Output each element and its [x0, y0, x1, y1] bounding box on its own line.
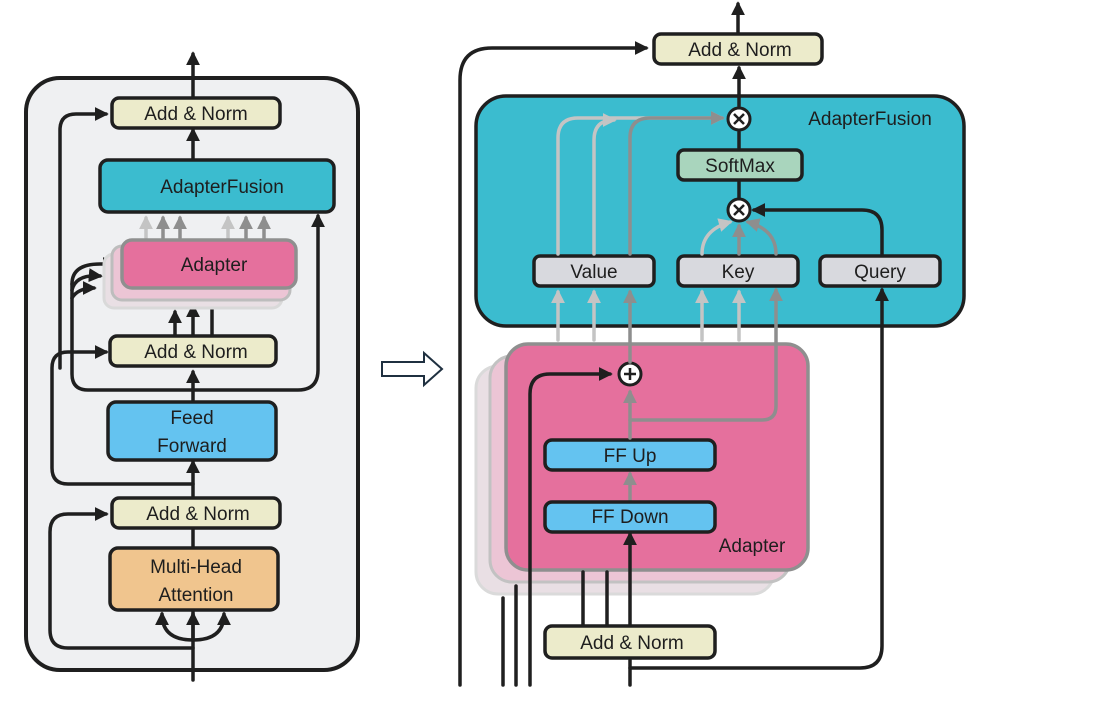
right-ff-up-box — [543, 438, 717, 472]
right-add-norm-bottom-label: Add & Norm — [580, 633, 683, 654]
right-adapter-label: Adapter — [719, 536, 786, 557]
left-adapter-fusion-label: AdapterFusion — [160, 177, 284, 198]
right-value-to-multiply — [556, 111, 725, 256]
transition-arrow-icon — [381, 350, 444, 388]
right-adapter-output-to-key — [628, 287, 783, 422]
right-ff-up-label: FF Up — [604, 446, 657, 467]
left-add-norm-top-box — [110, 96, 282, 130]
left-add-norm-mid-box — [108, 334, 278, 368]
right-detail-view: AdapterFusion Adapter FF Down FF Up — [458, 1, 966, 687]
left-connections — [48, 51, 325, 682]
right-softmax-label: SoftMax — [705, 156, 775, 177]
right-value-box — [532, 254, 656, 288]
left-multi-head-attention-box — [108, 546, 280, 612]
right-query-to-multiply — [751, 203, 884, 256]
left-adapter-input-2 — [70, 268, 103, 292]
right-add-norm-top-box — [652, 32, 824, 66]
right-input-line — [528, 367, 613, 687]
left-adapter-to-fusion-arrows — [139, 215, 271, 240]
right-ff-down-label: FF Down — [591, 507, 668, 528]
right-value-multiply-cross — [733, 113, 745, 125]
left-add-norm-top-label: Add & Norm — [144, 104, 247, 125]
right-residual-to-add-norm — [458, 41, 649, 687]
right-query-box — [818, 254, 942, 288]
left-adapter-label: Adapter — [181, 255, 248, 276]
left-attention-head-left-arrow — [155, 611, 195, 642]
right-key-to-multiply — [700, 218, 733, 256]
left-transformer-layer: Add & Norm AdapterFusion Adapter Add & N… — [24, 51, 360, 682]
right-adapter-fusion-label: AdapterFusion — [808, 109, 932, 130]
left-adapter-input-3 — [70, 281, 97, 300]
right-key-label: Key — [722, 262, 755, 283]
left-residual-bottom — [48, 507, 195, 650]
right-key-query-multiply-cross — [733, 204, 745, 216]
right-softmax-box — [676, 148, 804, 182]
right-add-norm-bottom-box — [543, 624, 717, 660]
left-residual-top — [58, 107, 109, 370]
right-key-to-multiply — [745, 218, 778, 256]
left-add-norm-bottom-box — [110, 496, 282, 530]
right-value-label: Value — [570, 262, 617, 283]
left-mha-label-2: Attention — [159, 585, 234, 606]
right-value-to-multiply — [592, 113, 617, 256]
left-adapter-fusion-box — [98, 158, 336, 214]
right-query-label: Query — [854, 262, 906, 283]
right-value-to-multiply — [628, 111, 725, 256]
right-add-node-plus — [624, 368, 636, 380]
right-add-norm-top-label: Add & Norm — [688, 40, 791, 61]
left-feed-forward-label-2: Forward — [157, 436, 227, 457]
left-adapter-box — [120, 238, 298, 290]
left-residual-to-adapter — [70, 282, 195, 392]
right-ff-down-box — [543, 500, 717, 534]
left-mha-label-1: Multi-Head — [150, 557, 242, 578]
right-key-box — [676, 254, 800, 288]
left-feed-forward-label-1: Feed — [170, 408, 213, 429]
right-adapter-fusion-container — [474, 94, 966, 328]
left-add-norm-bottom-label: Add & Norm — [146, 504, 249, 525]
left-add-norm-mid-label: Add & Norm — [144, 342, 247, 363]
left-attention-head-right-arrow — [191, 611, 231, 642]
right-query-input — [628, 287, 889, 670]
left-feed-forward-box — [106, 400, 278, 462]
left-adapter-input-1 — [70, 257, 117, 286]
left-residual-to-fusion — [191, 213, 325, 392]
